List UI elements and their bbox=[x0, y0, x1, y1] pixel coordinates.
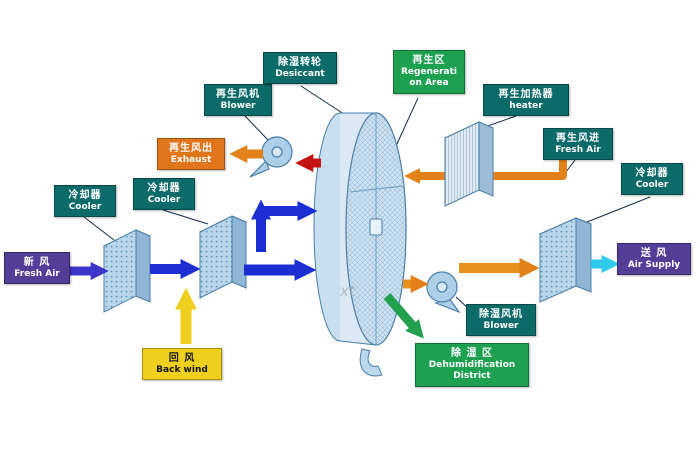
label-dehum-blower: 除湿风机 Blower bbox=[466, 304, 536, 337]
label-en: Air Supply bbox=[627, 260, 681, 270]
label-zh: 再生风进 bbox=[556, 133, 600, 144]
wheel-rotation-ribbon bbox=[359, 348, 383, 377]
label-air-supply: 送 风 Air Supply bbox=[617, 243, 691, 276]
label-zh: 再生加热器 bbox=[498, 89, 554, 100]
label-en: heater bbox=[509, 101, 543, 111]
label-zh: 冷却器 bbox=[147, 183, 181, 194]
label-back-wind: 回 风 Back wind bbox=[142, 348, 222, 381]
label-zh: 除湿转轮 bbox=[278, 57, 322, 68]
label-en: Blower bbox=[220, 101, 256, 111]
wheel-hub bbox=[369, 218, 383, 236]
label-zh: 冷却器 bbox=[635, 168, 669, 179]
label-regen-fresh-air: 再生风进 Fresh Air bbox=[543, 128, 613, 161]
label-en: Back wind bbox=[156, 365, 208, 375]
label-exhaust: 再生风出 Exhaust bbox=[157, 138, 225, 171]
label-cooler-1: 冷却器 Cooler bbox=[54, 185, 116, 218]
label-zh: 冷却器 bbox=[68, 190, 102, 201]
heater-unit bbox=[443, 121, 495, 207]
label-regeneration-area: 再生区 Regeneration Area bbox=[393, 50, 465, 94]
label-en: Cooler bbox=[635, 180, 669, 190]
label-fresh-air-in: 新 风 Fresh Air bbox=[4, 252, 70, 285]
label-en: Desiccant bbox=[275, 69, 325, 79]
label-regen-blower: 再生风机 Blower bbox=[204, 84, 272, 117]
label-zh: 除湿风机 bbox=[479, 309, 523, 320]
label-zh: 除 湿 区 bbox=[451, 348, 493, 359]
label-zh: 新 风 bbox=[23, 257, 51, 268]
flow-arrows bbox=[66, 145, 620, 344]
desiccant-wheel bbox=[313, 112, 407, 377]
label-zh: 回 风 bbox=[168, 353, 196, 364]
label-en: Fresh Air bbox=[14, 269, 60, 279]
label-zh: 再生区 bbox=[412, 55, 446, 66]
label-en: Blower bbox=[483, 321, 519, 331]
label-en: Cooler bbox=[147, 195, 181, 205]
cooler-unit-2 bbox=[198, 215, 248, 299]
label-en: Regeneration Area bbox=[401, 67, 457, 89]
cooler-unit-3 bbox=[538, 217, 593, 303]
label-en: Exhaust bbox=[170, 155, 212, 165]
label-zh: 再生风出 bbox=[169, 143, 213, 154]
label-en: Fresh Air bbox=[555, 145, 601, 155]
label-cooler-3: 冷却器 Cooler bbox=[621, 163, 683, 196]
label-zh: 送 风 bbox=[640, 248, 668, 259]
cooler-unit-1 bbox=[102, 229, 152, 313]
label-zh: 再生风机 bbox=[216, 89, 260, 100]
label-regen-heater: 再生加热器 heater bbox=[483, 84, 569, 117]
label-en: Cooler bbox=[68, 202, 102, 212]
label-cooler-2: 冷却器 Cooler bbox=[133, 178, 195, 211]
watermark-text: xt bbox=[340, 282, 355, 300]
label-desiccant-wheel: 除湿转轮 Desiccant bbox=[263, 52, 337, 85]
dehum-blower-fan bbox=[426, 271, 461, 314]
label-en: Dehumidification District bbox=[428, 360, 516, 382]
dehum-district-arrow bbox=[383, 293, 424, 339]
label-dehum-district: 除 湿 区 Dehumidification District bbox=[415, 343, 529, 387]
